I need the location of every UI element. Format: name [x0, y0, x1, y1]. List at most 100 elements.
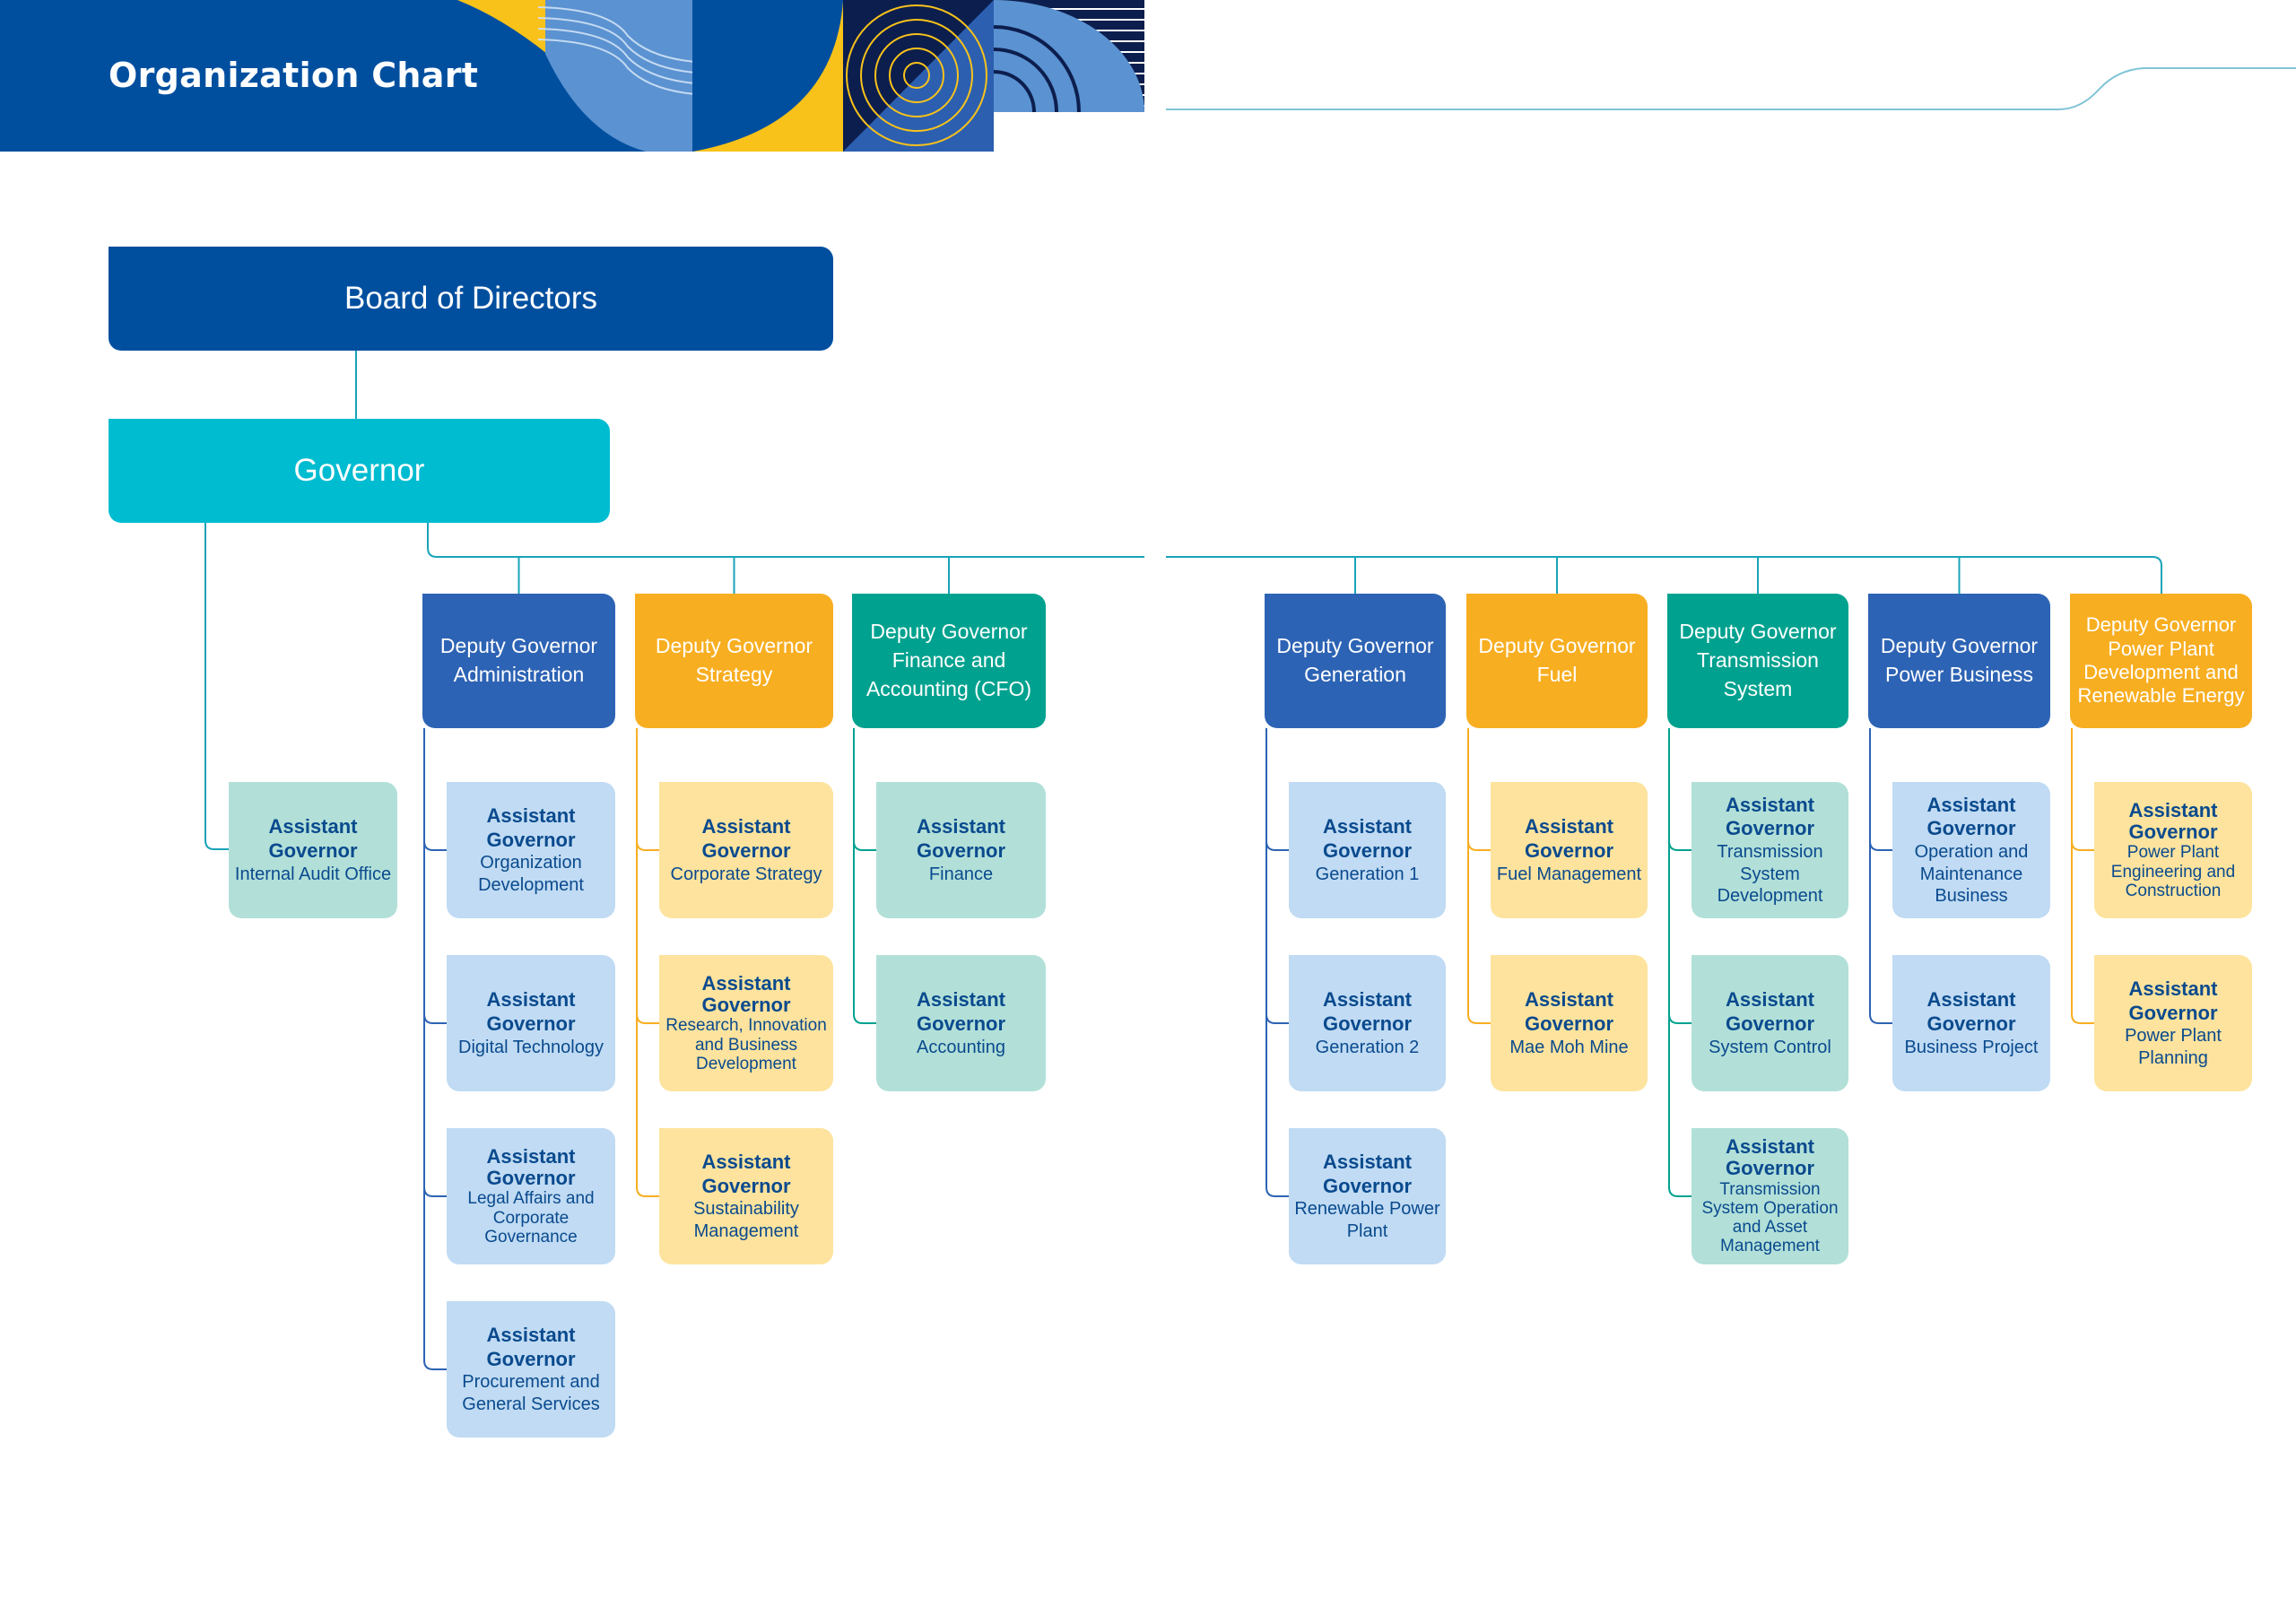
- assistant-governor-unit: Sustainability Management: [693, 1199, 799, 1241]
- assistant-governor-unit: Transmission System Development: [1717, 842, 1823, 907]
- branch-operation-and-maintenance-business: [1869, 840, 1892, 851]
- assistant-governor-title: Assistant Governor: [1322, 1150, 1413, 1197]
- assistant-governor-title: Assistant Governor: [1322, 814, 1413, 862]
- branch-power-plant-engineering-and-construction: [2071, 840, 2094, 851]
- deputy-governor-title: Deputy Governor: [1880, 634, 2039, 658]
- branch-power-plant-planning: [2071, 1013, 2094, 1024]
- assistant-governor-unit: Operation and Maintenance Business: [1914, 842, 2029, 907]
- deputy-governor-title: Deputy Governor: [870, 620, 1028, 644]
- deputy-governor-unit: Power Business: [1885, 663, 2033, 686]
- assistant-governor-unit: Legal Affairs and Corporate Governance: [467, 1189, 595, 1247]
- branch-mae-moh-mine: [1467, 1013, 1491, 1024]
- branch-generation-1: [1265, 840, 1289, 851]
- header-banner: Organization Chart: [0, 0, 1144, 152]
- deputy-governor-unit: Administration: [453, 663, 585, 686]
- branch-corporate-strategy: [636, 840, 659, 851]
- assistant-governor-unit: Power Plant Engineering and Construction: [2110, 843, 2236, 900]
- deputy-governor-unit: Finance and Accounting (CFO): [865, 648, 1032, 700]
- branch-procurement-and-general-services: [423, 1359, 447, 1370]
- assistant-governor-title: Assistant Governor: [916, 987, 1006, 1035]
- assistant-governor-title: Assistant Governor: [1322, 987, 1413, 1035]
- governor-label: Governor: [293, 453, 425, 488]
- deputy-governor-unit: Power Plant Development and Renewable En…: [2077, 637, 2245, 708]
- internal-audit-unit: Internal Audit Office: [234, 864, 392, 884]
- assistant-governor-title: Assistant Governor: [701, 814, 791, 862]
- branch-finance: [853, 840, 876, 851]
- deputy-governor-title: Deputy Governor: [1276, 634, 1434, 658]
- assistant-governor-title: Assistant Governor: [1524, 987, 1614, 1035]
- assistant-governor-unit: Accounting: [917, 1037, 1005, 1057]
- assistant-governor-unit: Generation 1: [1315, 864, 1420, 884]
- assistant-governor-title: Assistant Governor: [1725, 793, 1815, 840]
- assistant-governor-title: Assistant Governor: [486, 804, 576, 851]
- deputy-governor-unit: Generation: [1304, 663, 1406, 686]
- assistant-governor-title: Assistant Governor: [1725, 987, 1815, 1035]
- assistant-governor-unit: Organization Development: [478, 853, 584, 895]
- branch-legal-affairs-and-corporate-governance: [423, 1186, 447, 1197]
- board-of-directors-box: Board of Directors: [109, 247, 833, 351]
- assistant-governor-unit: Generation 2: [1315, 1037, 1420, 1057]
- deputy-bus-right: [1166, 556, 2162, 594]
- deputy-governor-unit: Strategy: [695, 663, 773, 686]
- banner-graphic: [0, 0, 1144, 152]
- assistant-governor-unit: Digital Technology: [458, 1037, 604, 1057]
- assistant-governor-unit: Procurement and General Services: [462, 1372, 600, 1414]
- assistant-governor-title: Assistant Governor: [1926, 793, 2016, 840]
- deputy-governor-title: Deputy Governor: [1478, 634, 1636, 658]
- branch-renewable-power-plant: [1265, 1186, 1289, 1197]
- assistant-governor-title: Assistant Governor: [1725, 1135, 1815, 1180]
- assistant-governor-title: Assistant Governor: [486, 1144, 576, 1190]
- deputy-governor-title: Deputy Governor: [2085, 613, 2237, 637]
- assistant-governor-title: Assistant Governor: [701, 971, 791, 1017]
- branch-system-control: [1668, 1013, 1692, 1024]
- assistant-governor-unit: Finance: [928, 864, 994, 884]
- deputy-governor-title: Deputy Governor: [439, 634, 598, 658]
- deputy-governor-title: Deputy Governor: [655, 634, 813, 658]
- governor-box: Governor: [109, 419, 610, 523]
- assistant-governor-title: Assistant Governor: [2128, 977, 2218, 1024]
- branch-sustainability-management: [636, 1186, 659, 1197]
- assistant-governor-unit: Power Plant Planning: [2125, 1026, 2222, 1068]
- assistant-governor-title: Assistant Governor: [486, 987, 576, 1035]
- assistant-governor-unit: Business Project: [1904, 1037, 2039, 1057]
- branch-research-innovation-and-business-development: [636, 1013, 659, 1024]
- assistant-governor-unit: Mae Moh Mine: [1509, 1037, 1629, 1057]
- internal-audit-connector: [204, 523, 229, 850]
- branch-transmission-system-development: [1668, 840, 1692, 851]
- page-title: Organization Chart: [109, 56, 479, 95]
- deputy-bus-left: [427, 523, 1144, 558]
- assistant-governor-title: Assistant Governor: [1926, 987, 2016, 1035]
- branch-transmission-system-operation-and-asset-management: [1668, 1186, 1692, 1197]
- branch-business-project: [1869, 1013, 1892, 1024]
- deputy-governor-title: Deputy Governor: [1679, 620, 1837, 644]
